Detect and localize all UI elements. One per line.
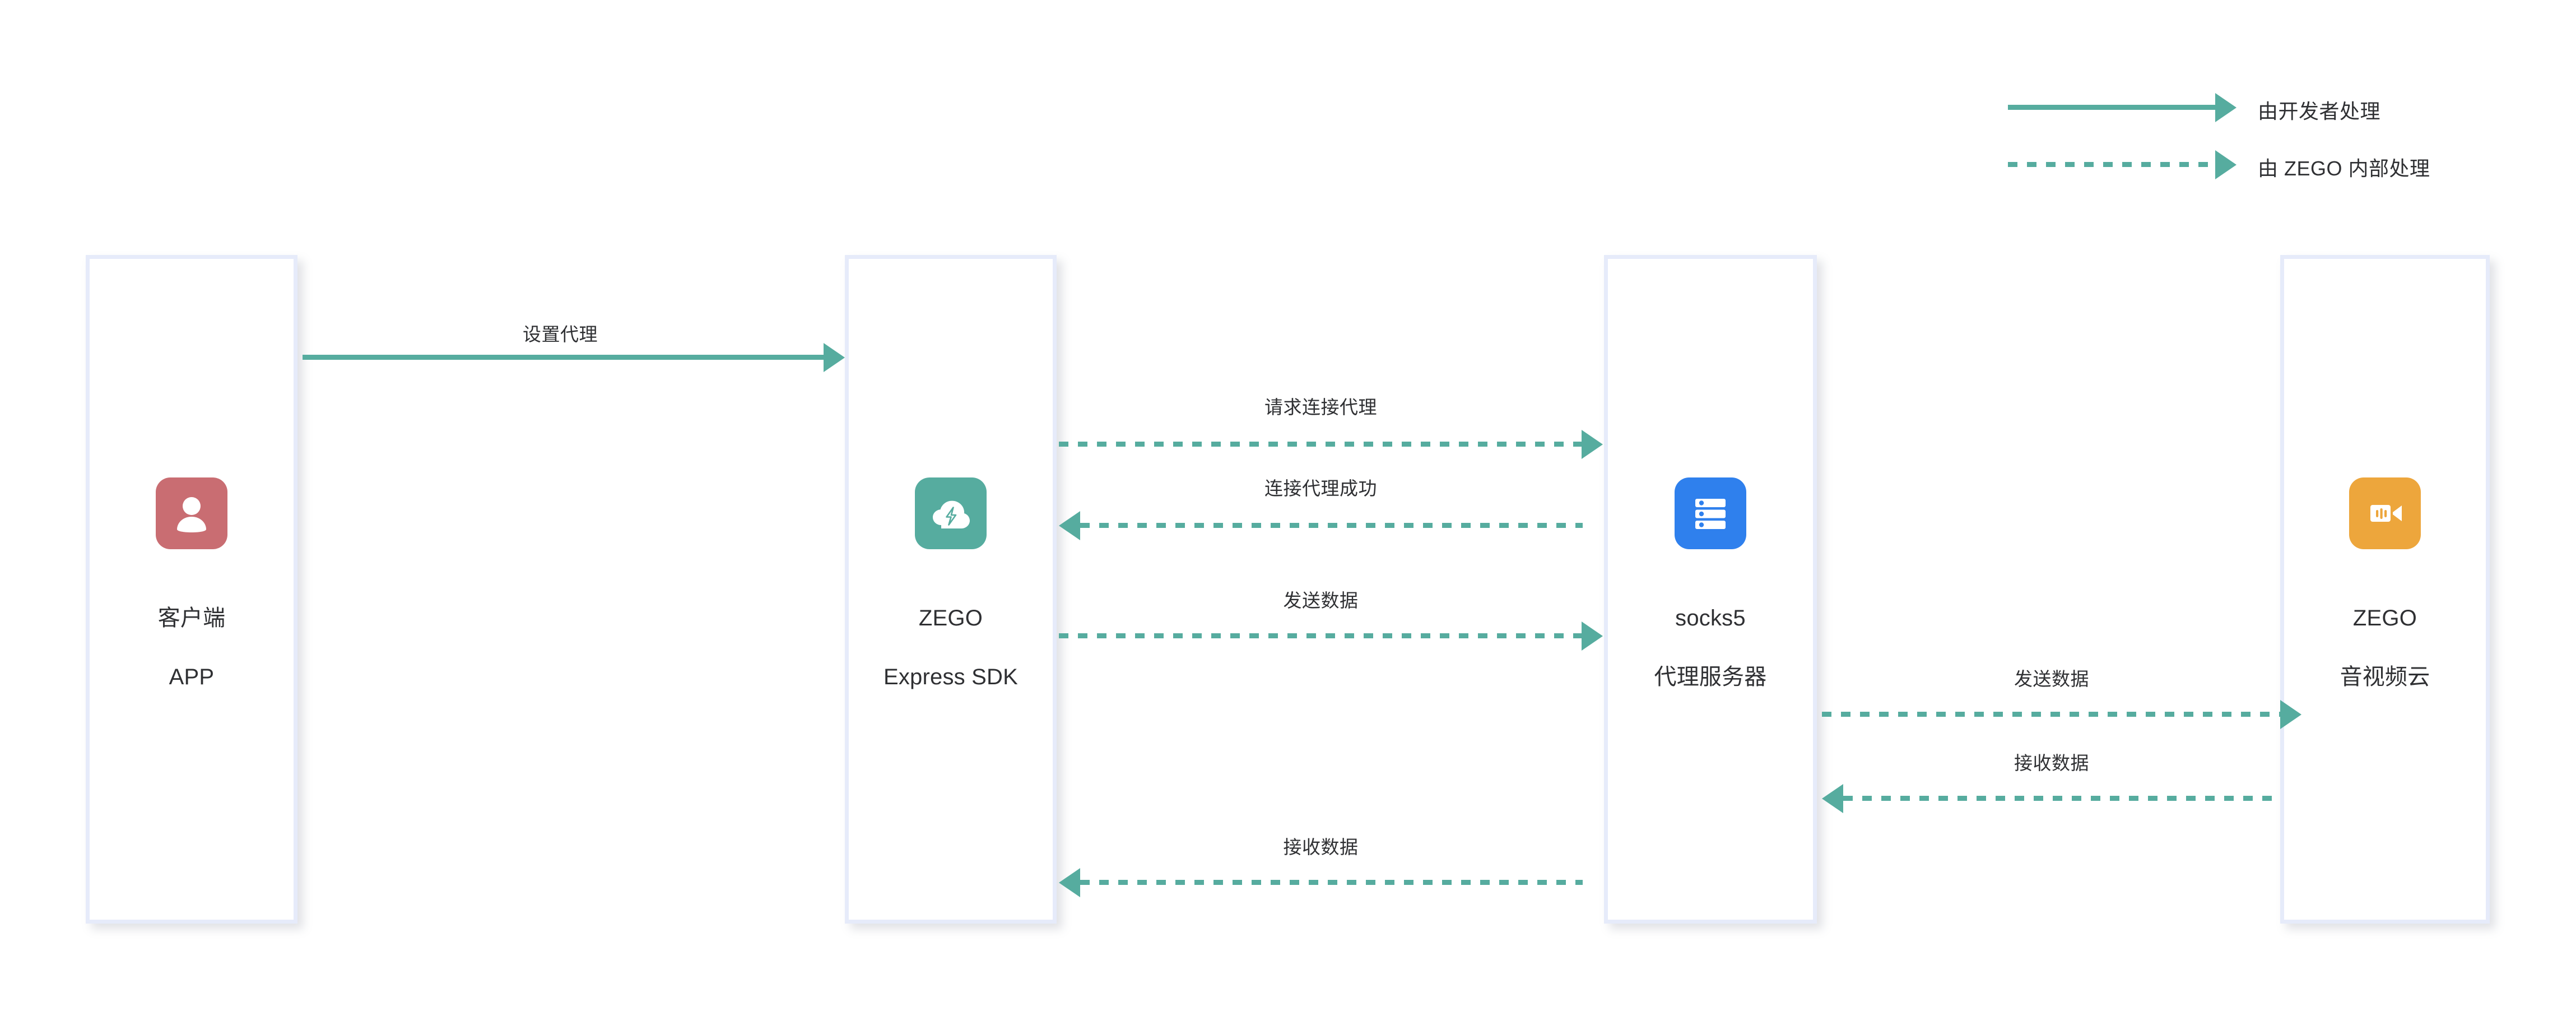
connection-request-connect-proxy-label: 请求连接代理: [1264, 397, 1377, 418]
node-zego-av-cloud-label-line1: ZEGO: [2352, 605, 2417, 630]
node-zego-av-cloud-content: ZEGO 音视频云: [2284, 477, 2486, 692]
connection-send-data-sdk-proxy: 发送数据: [1059, 586, 1608, 651]
connection-set-proxy-label: 设置代理: [523, 324, 598, 345]
node-zego-express-sdk-label-line1: ZEGO: [918, 605, 983, 630]
connection-send-data-proxy-cloud-line: [1822, 712, 2281, 717]
connection-send-data-sdk-proxy-line: [1059, 633, 1583, 638]
connection-connect-proxy-success-arrow-icon: [1059, 511, 1080, 540]
connection-receive-data-cloud-proxy-line: [1843, 796, 2281, 801]
connection-receive-data-cloud-proxy-label: 接收数据: [2014, 753, 2089, 773]
legend-dashed-arrow-icon: [2215, 150, 2236, 179]
legend-solid-arrow-icon: [2215, 93, 2236, 122]
node-socks5-proxy-server-label-line2: 代理服务器: [1654, 665, 1767, 690]
connection-request-connect-proxy: 请求连接代理: [1059, 392, 1608, 459]
connection-send-data-sdk-proxy-label: 发送数据: [1283, 590, 1359, 611]
node-client-app-label: 客户端 APP: [158, 574, 226, 692]
connection-set-proxy: 设置代理: [303, 319, 849, 372]
legend-dashed-line: [2008, 162, 2216, 167]
person-icon: [156, 477, 227, 549]
legend-item-zego-internal: 由 ZEGO 内部处理: [2008, 150, 2512, 180]
video-camera-icon: [2349, 477, 2421, 549]
node-zego-av-cloud[interactable]: ZEGO 音视频云: [2280, 255, 2490, 924]
legend-item-developer: 由开发者处理: [2008, 93, 2512, 123]
connection-send-data-sdk-proxy-arrow-icon: [1582, 622, 1603, 651]
node-zego-av-cloud-label: ZEGO 音视频云: [2340, 574, 2430, 692]
node-zego-express-sdk-label: ZEGO Express SDK: [884, 574, 1018, 692]
connection-request-connect-proxy-line: [1059, 442, 1583, 447]
node-socks5-proxy-server-content: socks5 代理服务器: [1608, 477, 1813, 692]
connection-send-data-proxy-cloud: 发送数据: [1822, 664, 2301, 729]
legend-label-developer: 由开发者处理: [2258, 100, 2381, 123]
connection-set-proxy-line: [303, 355, 825, 360]
connection-receive-data-cloud-proxy: 接收数据: [1822, 748, 2293, 813]
connection-set-proxy-arrow-icon: [824, 343, 845, 372]
cloud-lightning-icon: [915, 477, 987, 549]
connection-connect-proxy-success: 连接代理成功: [1059, 474, 1608, 540]
connection-request-connect-proxy-arrow-icon: [1582, 430, 1603, 459]
connection-send-data-proxy-cloud-arrow-icon: [2280, 700, 2301, 729]
node-socks5-proxy-server[interactable]: socks5 代理服务器: [1604, 255, 1817, 924]
connection-connect-proxy-success-line: [1080, 523, 1583, 528]
connection-receive-data-cloud-proxy-arrow-icon: [1822, 784, 1843, 813]
connection-receive-data-proxy-sdk: 接收数据: [1059, 832, 1608, 897]
connection-receive-data-proxy-sdk-line: [1080, 880, 1583, 885]
node-socks5-proxy-server-label: socks5 代理服务器: [1654, 574, 1767, 692]
connection-connect-proxy-success-label: 连接代理成功: [1264, 478, 1377, 499]
connection-send-data-proxy-cloud-label: 发送数据: [2014, 669, 2089, 689]
node-client-app[interactable]: 客户端 APP: [86, 255, 297, 924]
node-zego-express-sdk-content: ZEGO Express SDK: [849, 477, 1053, 692]
node-client-app-content: 客户端 APP: [90, 477, 294, 692]
node-client-app-label-line1: 客户端: [157, 605, 226, 630]
legend-label-zego-internal: 由 ZEGO 内部处理: [2258, 157, 2430, 180]
node-socks5-proxy-server-label-line1: socks5: [1675, 605, 1746, 630]
node-zego-express-sdk-label-line2: Express SDK: [883, 665, 1019, 690]
connection-receive-data-proxy-sdk-arrow-icon: [1059, 868, 1080, 897]
node-zego-express-sdk[interactable]: ZEGO Express SDK: [845, 255, 1057, 924]
node-zego-av-cloud-label-line2: 音视频云: [2340, 665, 2430, 690]
server-rack-icon: [1675, 477, 1746, 549]
legend-solid-line: [2008, 105, 2216, 110]
node-client-app-label-line2: APP: [169, 665, 215, 690]
connection-receive-data-proxy-sdk-label: 接收数据: [1283, 837, 1359, 857]
